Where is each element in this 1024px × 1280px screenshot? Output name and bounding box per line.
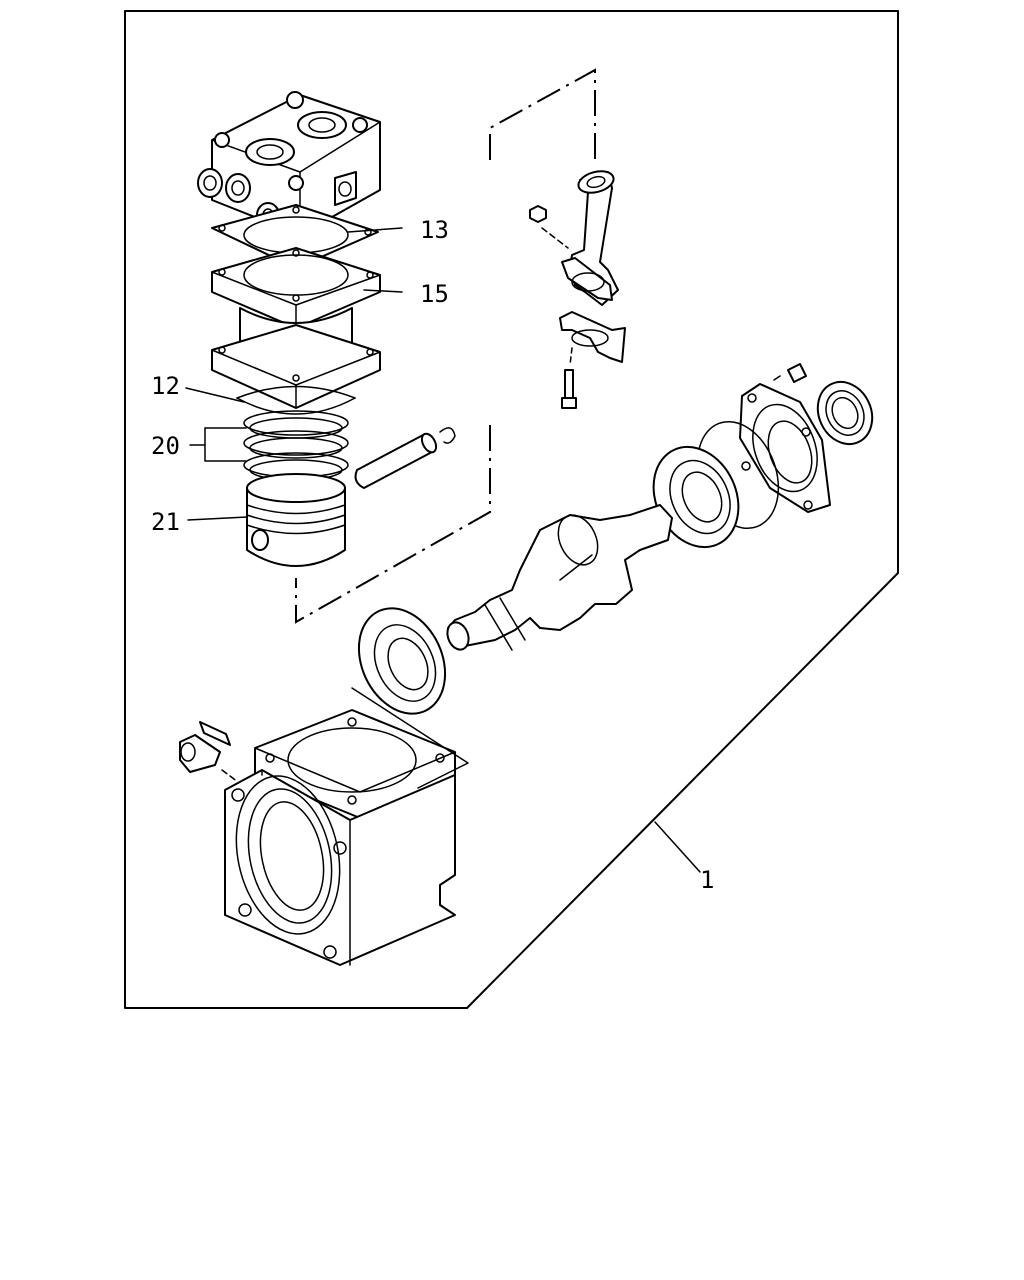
- o-ring-part: [236, 385, 356, 415]
- rod-bolt-part: [561, 369, 577, 409]
- callout-13: 13: [420, 216, 449, 244]
- piston-group-outline: [295, 68, 596, 624]
- callout-leaders: [185, 227, 701, 873]
- oil-seal-part: [816, 380, 874, 446]
- callout-20: 20: [151, 432, 180, 460]
- callout-1: 1: [700, 866, 714, 894]
- head-gasket-part: [211, 204, 379, 269]
- connecting-rod-part: [561, 170, 619, 306]
- end-cover-part: [739, 383, 831, 513]
- callout-15: 15: [420, 280, 449, 308]
- plug-part: [179, 734, 239, 783]
- rod-cap-part: [559, 311, 626, 366]
- main-bearing-rear-part: [652, 445, 740, 549]
- assembly-frame: [124, 10, 899, 1009]
- piston-rings-part: [243, 410, 349, 481]
- callout-12: 12: [151, 372, 180, 400]
- cylinder-liner-part: [211, 307, 381, 409]
- crankcase-gasket-outline: [351, 687, 469, 789]
- main-bearing-front-part: [357, 607, 447, 715]
- piston-pin-part: [354, 432, 438, 489]
- valve-plate-part: [211, 247, 381, 329]
- crankcase-part: [224, 709, 456, 966]
- piston-part: [246, 473, 346, 567]
- circlip-part: [439, 427, 456, 444]
- callout-21: 21: [151, 508, 180, 536]
- rod-nut-part: [529, 205, 569, 249]
- crankshaft-part: [446, 504, 673, 651]
- stud-part: [199, 721, 231, 746]
- banjo-fitting-part: [773, 363, 807, 383]
